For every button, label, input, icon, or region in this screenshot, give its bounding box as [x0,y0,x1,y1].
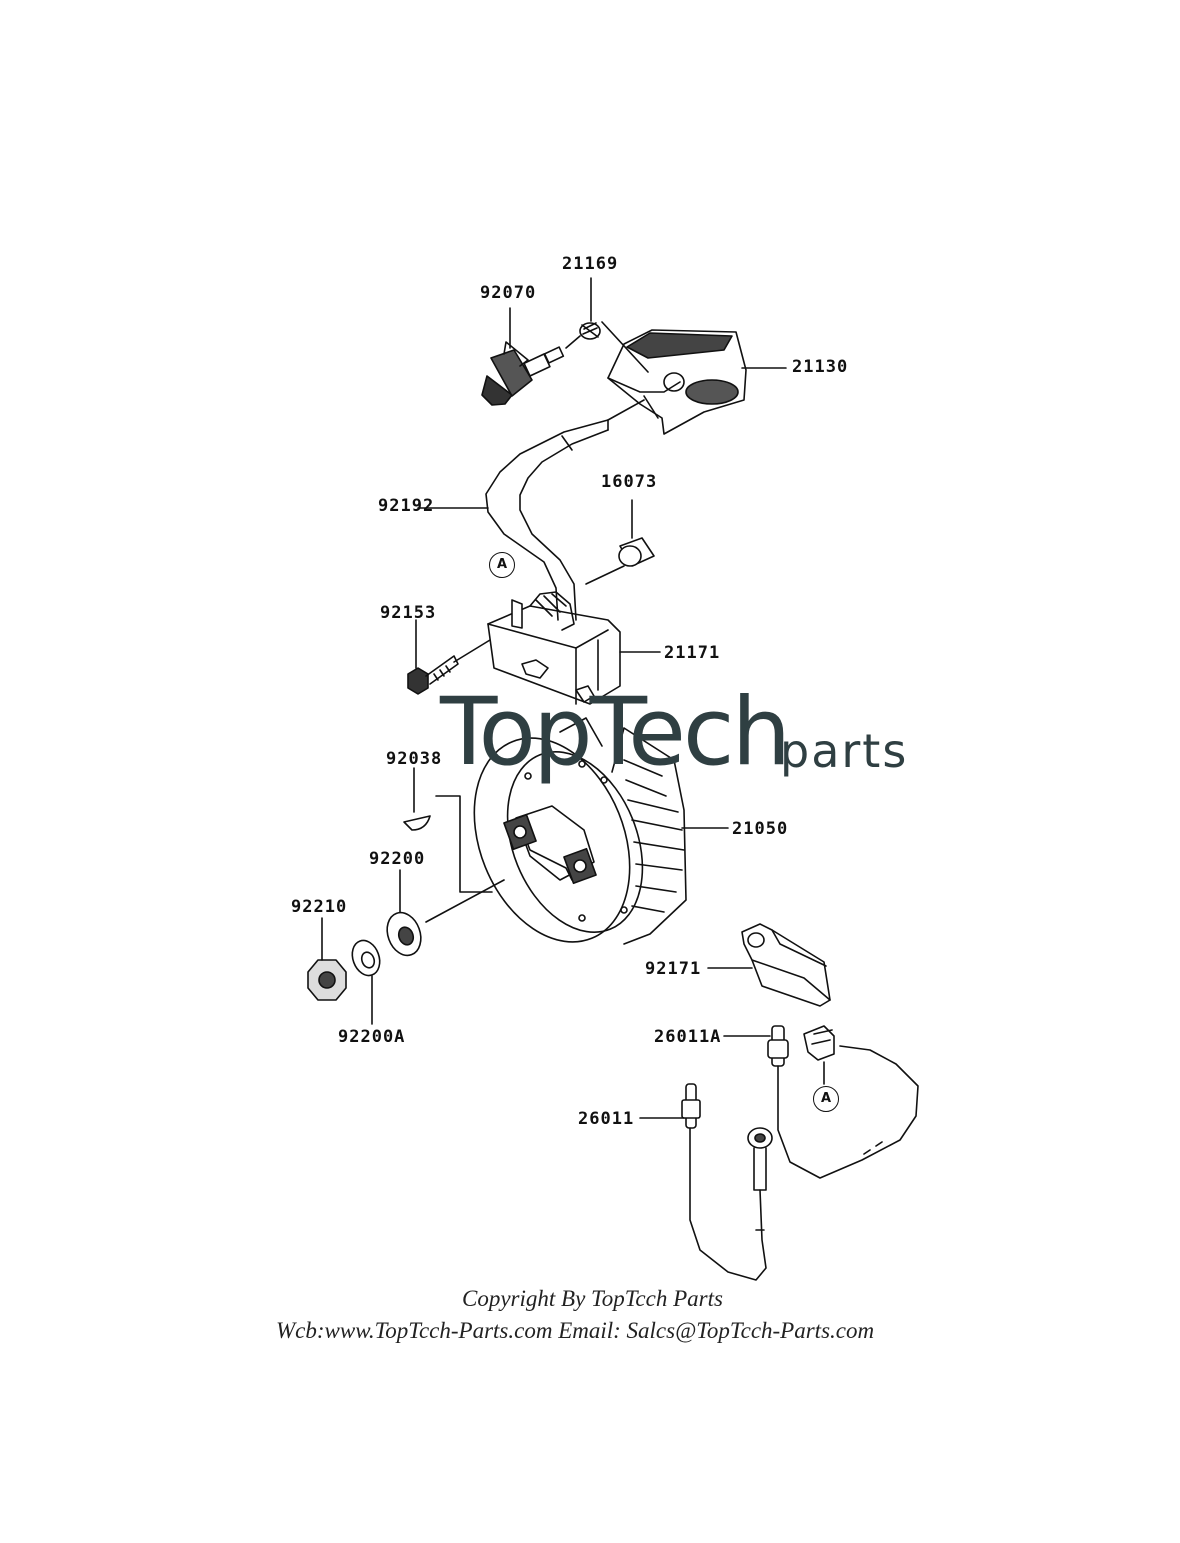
part-label-92192: 92192 [378,496,435,516]
part-label-92038: 92038 [386,749,443,769]
part-label-92200: 92200 [369,849,426,869]
woodruff-key-drawing [403,815,431,831]
part-label-92070: 92070 [480,283,537,303]
part-label-16073: 16073 [601,472,658,492]
part-label-92210: 92210 [291,897,348,917]
nut-drawing [307,959,347,1001]
washer-drawing [386,911,422,957]
lock-washer-drawing [351,939,381,977]
part-label-21050: 21050 [732,819,789,839]
part-label-92171: 92171 [645,959,702,979]
spark-plug-drawing [481,341,565,406]
flywheel-drawing [473,717,687,945]
part-label-21169: 21169 [562,254,619,274]
watermark-logo-sub: parts [780,724,909,778]
footer-copyright: Copyright By TopTcch Parts [462,1286,723,1311]
callout-a-lower: A [813,1086,839,1112]
spring-drawing [565,322,601,349]
lead-wire-a-drawing [767,1025,919,1179]
part-label-92153: 92153 [380,603,437,623]
footer-contact: Wcb:www.TopTcch-Parts.com Email: Salcs@T… [276,1318,875,1343]
watermark-logo: TopTech [440,678,791,787]
ignition-coil-drawing [487,591,621,705]
part-label-21171: 21171 [664,643,721,663]
plug-cap-drawing [607,329,747,435]
high-tension-lead-drawing [485,399,645,621]
lead-wire-drawing [681,1083,773,1281]
callout-a-upper: A [489,552,515,578]
part-label-92200A: 92200A [338,1027,406,1047]
part-label-21130: 21130 [792,357,849,377]
spacer-drawing [618,537,655,567]
clamp-drawing [741,923,831,1007]
part-label-26011A: 26011A [654,1027,722,1047]
part-label-26011: 26011 [578,1109,635,1129]
